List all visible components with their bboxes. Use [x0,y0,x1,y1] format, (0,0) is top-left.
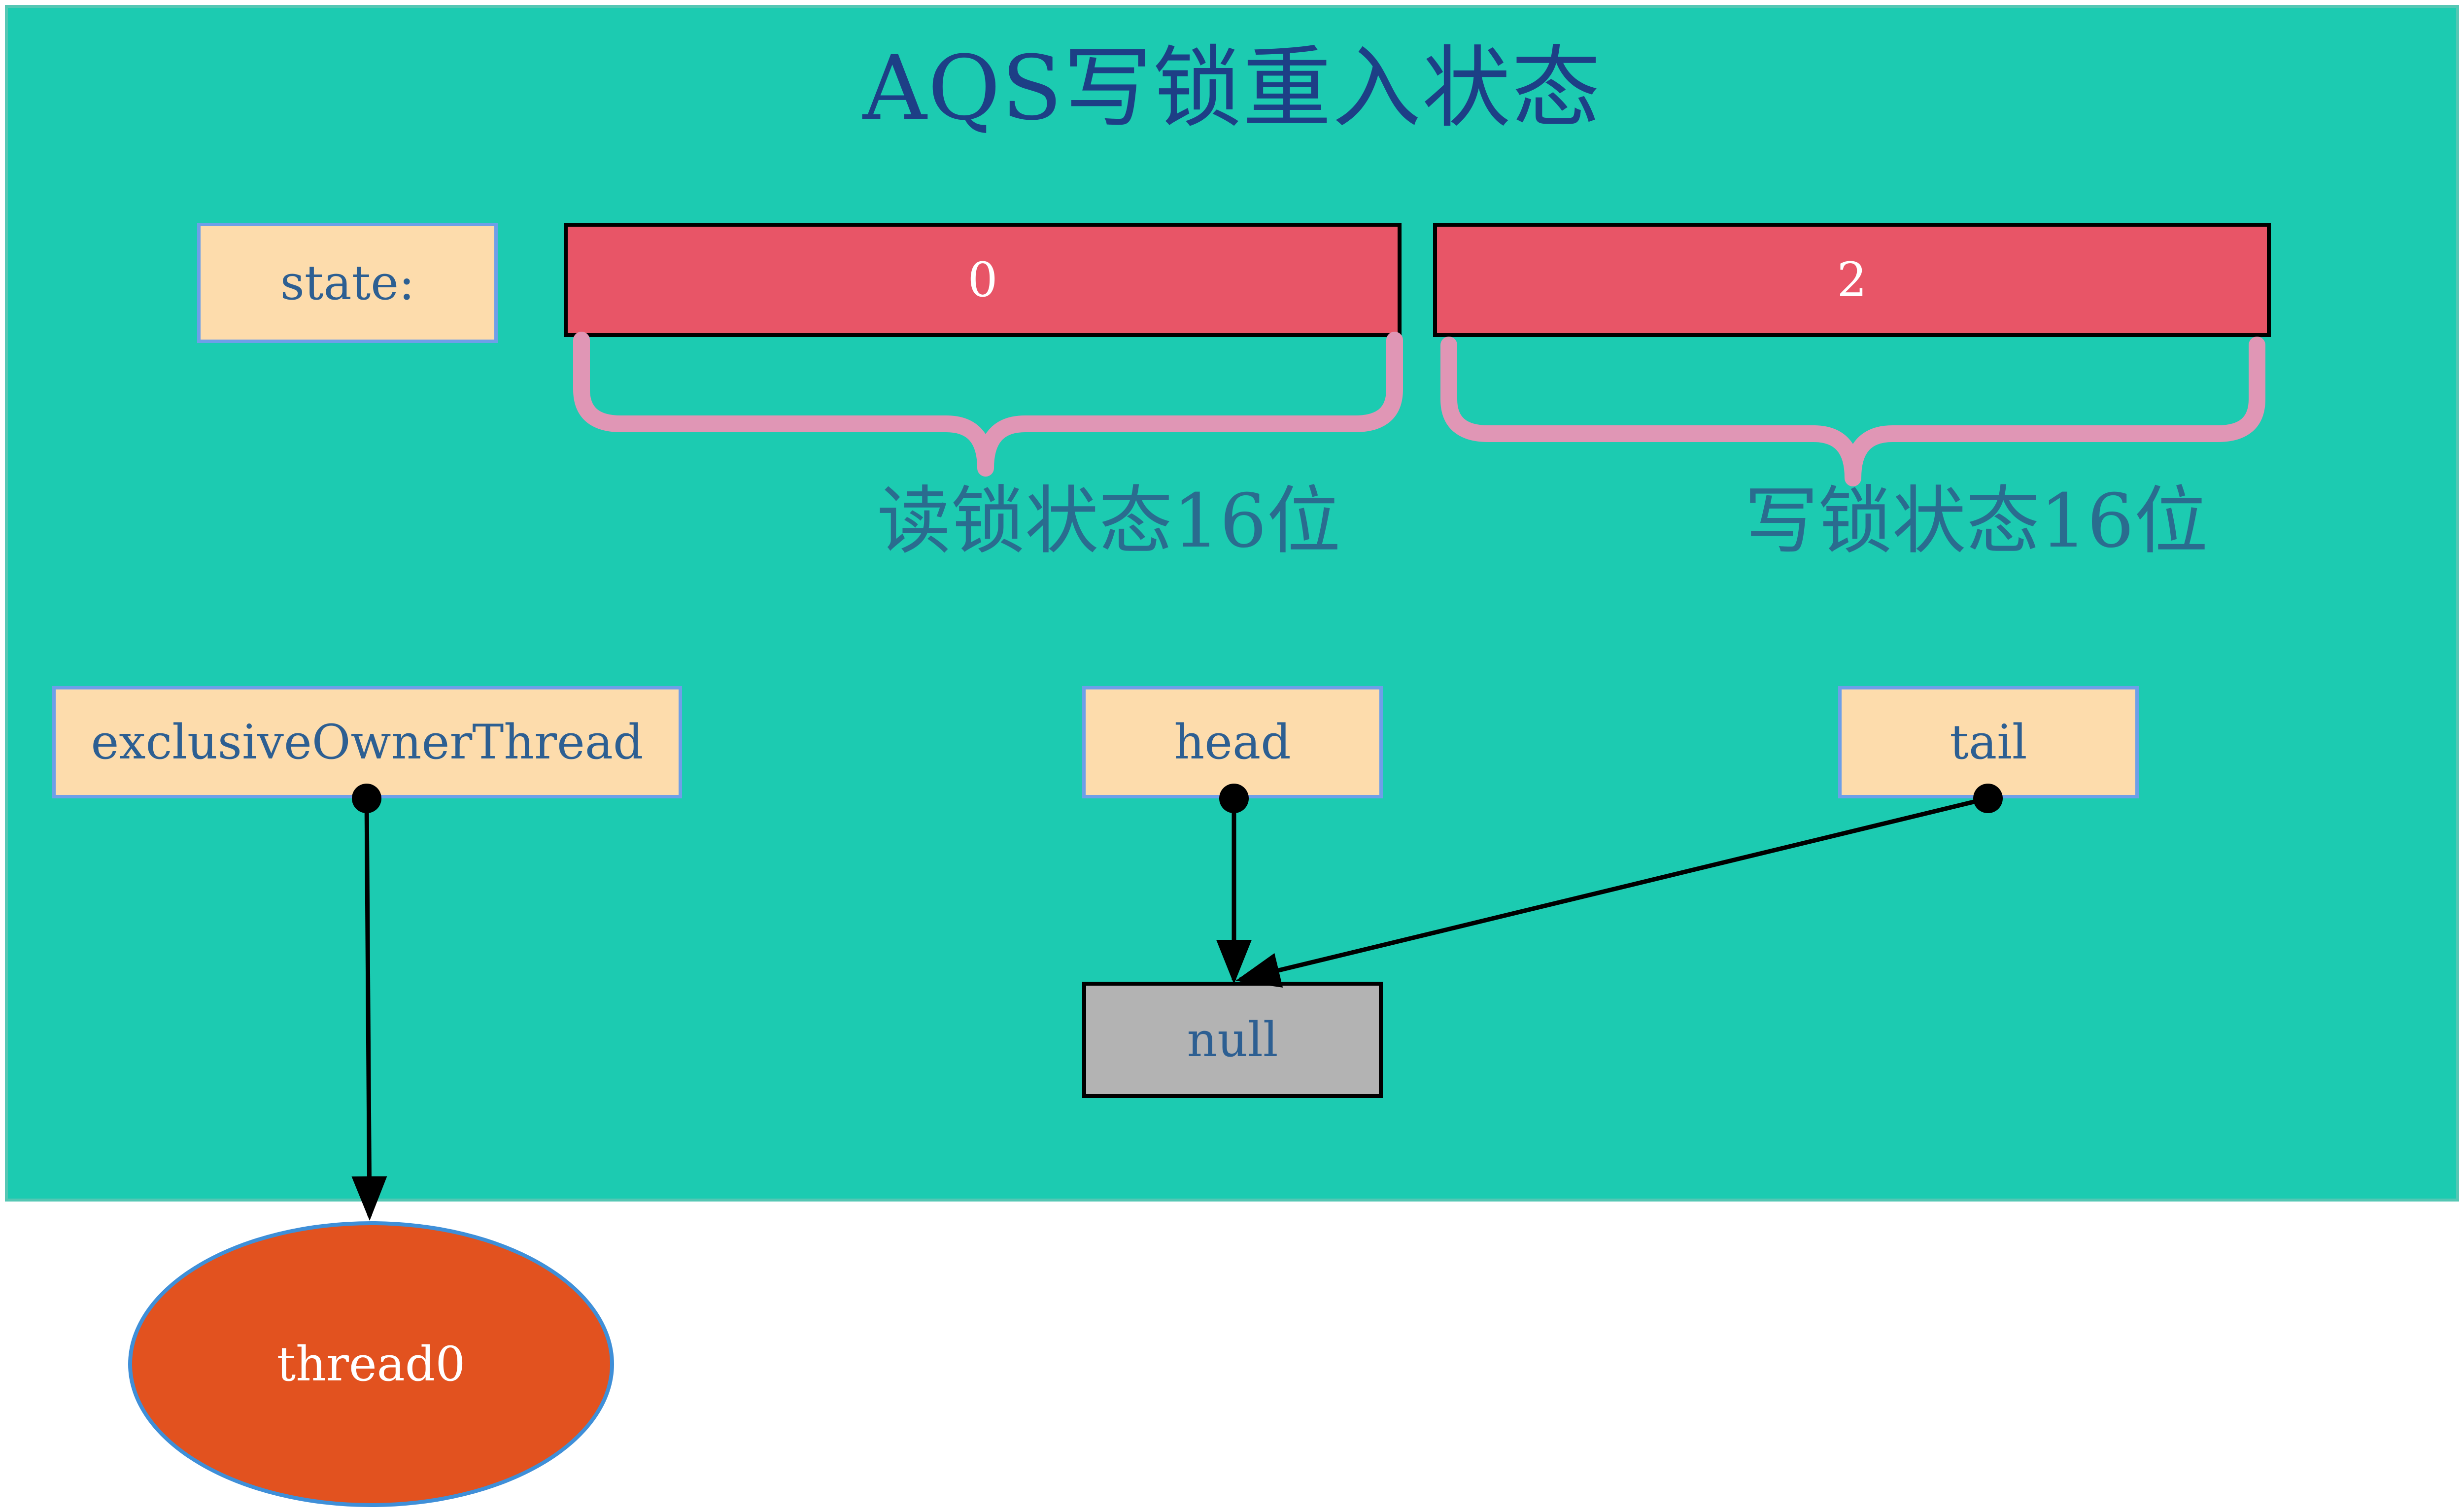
write-lock-segment: 2 [1433,223,2271,337]
write-lock-caption: 写锁状态16位 [1744,479,2208,564]
exclusive-owner-thread-field: exclusiveOwnerThread [52,686,682,798]
write-lock-value: 2 [1837,252,1867,308]
read-lock-brace [573,332,1403,477]
thread0-node: thread0 [128,1221,614,1507]
state-label: state: [280,255,415,310]
tail-pointer-dot [1973,784,2003,813]
read-lock-segment: 0 [564,223,1402,337]
diagram-title: AQS写锁重入状态 [862,37,1602,140]
tail-to-null-arrow [1235,796,1989,988]
tail-label: tail [1950,715,2027,770]
owner-pointer-dot [352,784,381,813]
thread0-label: thread0 [276,1337,466,1392]
head-label: head [1174,715,1291,770]
null-node-label: null [1187,1012,1278,1067]
read-lock-caption: 读锁状态16位 [877,479,1341,564]
read-lock-value: 0 [967,252,998,308]
write-lock-brace [1440,337,2265,486]
head-pointer-dot [1219,784,1249,813]
exclusive-owner-thread-label: exclusiveOwnerThread [91,715,644,770]
owner-to-thread0-arrow [351,798,387,1221]
state-label-box: state: [197,223,498,343]
head-field: head [1082,686,1383,798]
